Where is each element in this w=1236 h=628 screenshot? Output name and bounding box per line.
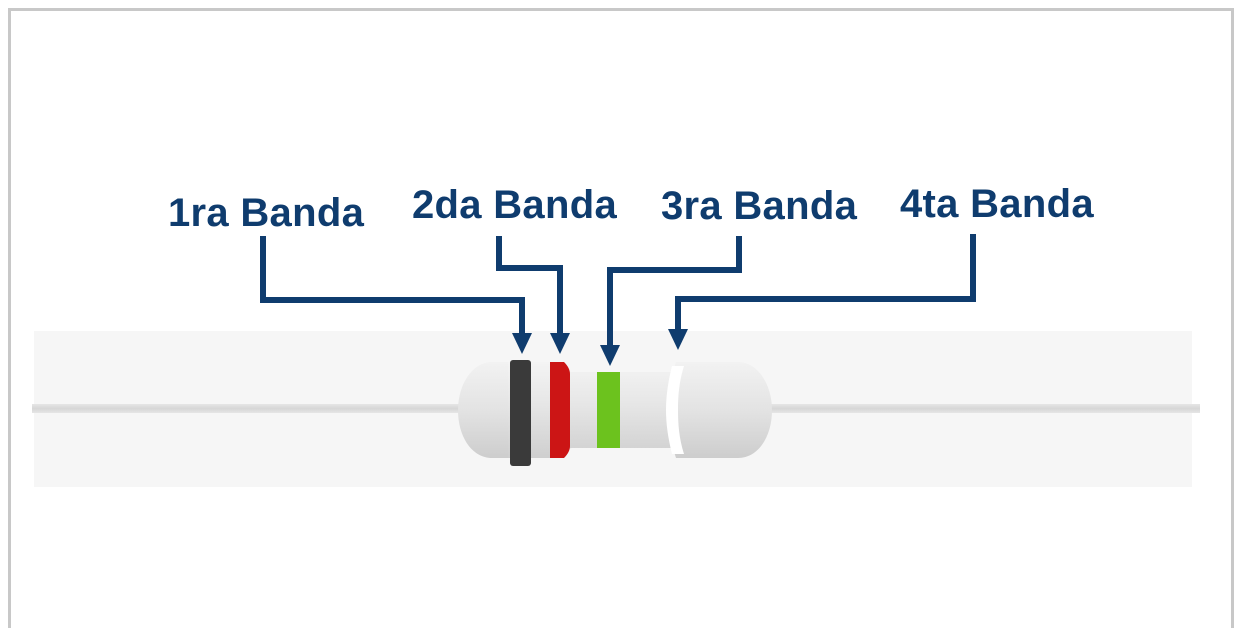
band-1-label: 1ra Banda <box>168 191 365 235</box>
leader-line-3 <box>607 236 742 349</box>
arrowhead-4 <box>668 329 688 350</box>
band-3-label: 3ra Banda <box>661 184 858 228</box>
arrowhead-2 <box>550 333 570 354</box>
leader-line-4 <box>675 234 976 333</box>
leader-line-2 <box>496 236 563 337</box>
figure-frame <box>8 8 1234 628</box>
band-4-label: 4ta Banda <box>900 182 1094 226</box>
band-3-green <box>597 372 620 448</box>
band-1-black <box>510 360 531 466</box>
lead-wire-right <box>760 404 1200 413</box>
arrowhead-1 <box>512 333 532 354</box>
lead-wire-left <box>32 404 472 413</box>
leader-line-1 <box>260 236 525 337</box>
band-2-label: 2da Banda <box>412 183 617 227</box>
arrowhead-3 <box>600 345 620 366</box>
band-4-white <box>666 366 684 454</box>
band-2-red <box>550 362 570 458</box>
